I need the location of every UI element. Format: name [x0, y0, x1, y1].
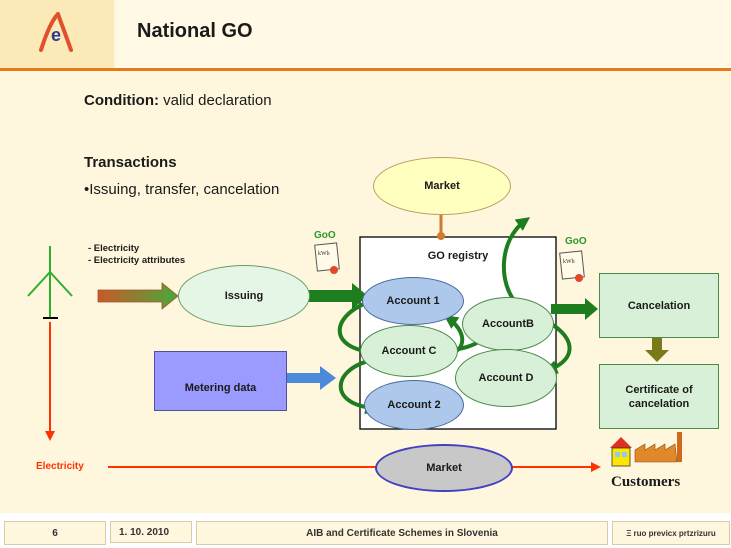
electricity-attributes: - Electricity - Electricity attributes	[88, 243, 185, 267]
logo-icon: e	[39, 12, 73, 52]
customers-label: Customers	[611, 474, 681, 490]
account-d: Account D	[455, 349, 557, 407]
title-panel	[116, 0, 731, 68]
goo-certificate-icon-left	[314, 242, 340, 274]
cancelation-label: Cancelation	[627, 299, 691, 312]
certificate-label: Certificate of cancelation	[625, 383, 693, 410]
wind-turbine-icon	[27, 246, 73, 318]
account-d-label: Account D	[478, 372, 534, 384]
market-bottom-label: Market	[426, 462, 462, 474]
goo-certificate-icon-right	[559, 250, 585, 282]
account-2: Account 2	[364, 380, 464, 430]
issuing-to-account-arrow	[308, 283, 368, 309]
attribute-electricity: - Electricity	[88, 243, 140, 254]
factory-icon	[634, 432, 682, 463]
issuing-input-arrow	[97, 282, 179, 310]
metering-arrow	[287, 366, 336, 390]
market-top: Market	[373, 157, 511, 215]
account-b-label: AccountB	[482, 318, 534, 330]
account-c: Account C	[360, 325, 458, 377]
account-2-label: Account 2	[387, 399, 441, 411]
footer-org: Ξ ruo previcx prtzrizuru	[612, 521, 730, 545]
house-icon	[610, 437, 632, 467]
footer-page-number: 6	[4, 521, 106, 545]
market-bottom: Market	[375, 444, 513, 492]
footer-date: 1. 10. 2010	[110, 521, 192, 543]
to-cancelation-arrow	[551, 298, 598, 320]
account-1-label: Account 1	[386, 295, 440, 307]
kwh-label-left: kWh	[318, 251, 330, 257]
issuing-label: Issuing	[224, 290, 264, 302]
to-certificate-arrow	[645, 337, 669, 362]
svg-text:e: e	[51, 25, 61, 45]
account-1: Account 1	[362, 277, 464, 325]
issuing-node: Issuing	[178, 265, 310, 327]
account-c-label: Account C	[381, 345, 437, 357]
metering-data-box: Metering data	[154, 351, 287, 411]
page-title: National GO	[137, 20, 253, 42]
kwh-label-right: kWh	[563, 259, 575, 265]
transactions-heading: Transactions	[84, 154, 177, 171]
title-divider	[0, 68, 731, 71]
attribute-electricity-attributes: - Electricity attributes	[88, 255, 186, 266]
condition-label: Condition:	[84, 92, 159, 109]
goo-label-left: GoO	[314, 230, 336, 241]
condition-line: Condition: valid declaration	[84, 92, 272, 109]
market-top-label: Market	[424, 180, 460, 192]
account-b: AccountB	[462, 297, 554, 351]
footer-presentation-title: AIB and Certificate Schemes in Slovenia	[196, 521, 608, 545]
certificate-box: Certificate of cancelation	[599, 364, 719, 429]
transactions-bullet: •Issuing, transfer, cancelation	[84, 181, 280, 198]
cancelation-box: Cancelation	[599, 273, 719, 338]
condition-text: valid declaration	[158, 92, 272, 109]
metering-data-label: Metering data	[184, 382, 257, 394]
goo-label-right: GoO	[565, 236, 587, 247]
market-connector-dot	[437, 232, 445, 240]
logo-panel	[0, 0, 114, 68]
electricity-label: Electricity	[36, 461, 84, 472]
go-registry-title: GO registry	[427, 250, 489, 262]
